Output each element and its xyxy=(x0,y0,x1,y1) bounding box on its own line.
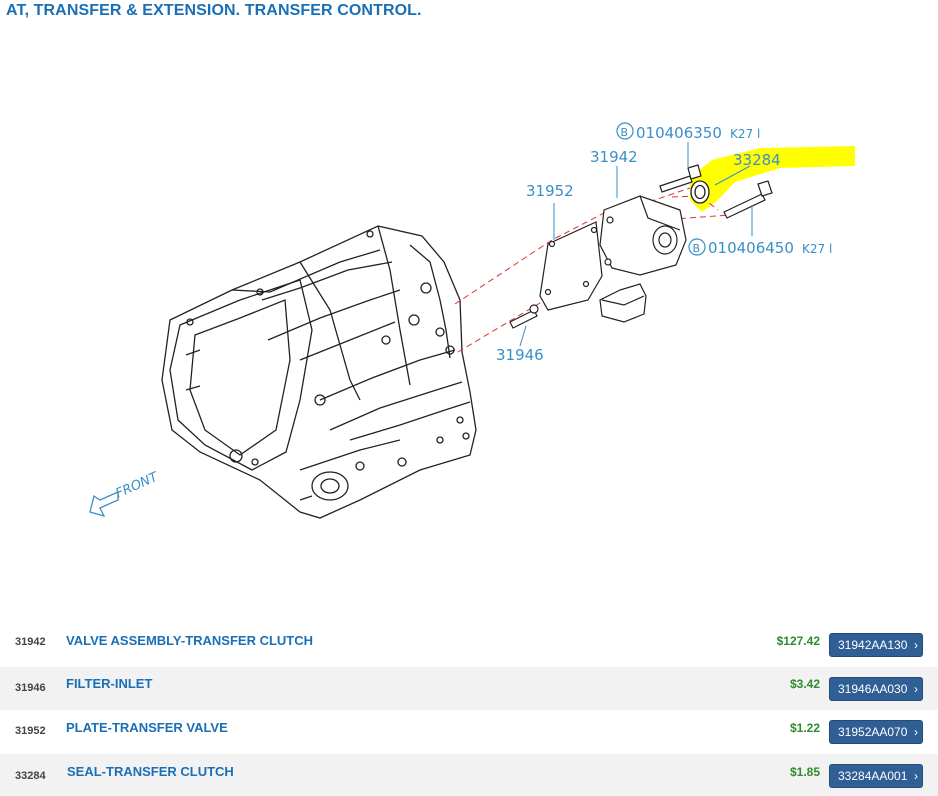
part-price: $127.42 xyxy=(776,634,820,648)
part-number-button[interactable]: 33284AA001 › xyxy=(829,764,923,788)
part-price: $1.85 xyxy=(789,765,820,779)
bolts xyxy=(509,164,773,329)
highlight-33284 xyxy=(690,146,855,212)
bolt-code-bottom: 010406450 xyxy=(708,239,794,257)
part-number-label: 33284AA001 xyxy=(838,769,908,783)
bolt-badge-top-icon xyxy=(616,122,634,140)
chevron-right-icon: › xyxy=(914,769,918,783)
front-label: FRONT xyxy=(114,469,162,501)
transmission-housing xyxy=(161,225,477,519)
seal-transfer-clutch xyxy=(690,180,710,204)
chevron-right-icon: › xyxy=(914,682,918,696)
part-row: 33284 SEAL-TRANSFER CLUTCH $1.85 33284AA… xyxy=(0,754,938,796)
callout-31946: 31946 xyxy=(496,346,544,364)
bolt-note-top: K27 l xyxy=(730,127,760,141)
part-name-link[interactable]: VALVE ASSEMBLY-TRANSFER CLUTCH xyxy=(66,633,314,648)
bolt-code-top: 010406350 xyxy=(636,124,722,142)
chevron-right-icon: › xyxy=(914,638,918,652)
chevron-right-icon: › xyxy=(914,725,918,739)
front-arrow-icon xyxy=(89,490,119,518)
part-name-link[interactable]: FILTER-INLET xyxy=(66,676,153,691)
part-row: 31946 FILTER-INLET $3.42 31946AA030 › xyxy=(0,667,938,710)
part-name-link[interactable]: SEAL-TRANSFER CLUTCH xyxy=(67,764,234,779)
part-number-button[interactable]: 31946AA030 › xyxy=(829,677,923,701)
front-arrow: FRONT xyxy=(89,469,162,518)
part-ref: 31946 xyxy=(15,682,46,694)
part-number-label: 31942AA130 xyxy=(838,638,908,652)
part-row: 31952 PLATE-TRANSFER VALVE $1.22 31952AA… xyxy=(0,710,938,753)
part-ref: 31952 xyxy=(15,725,46,737)
part-number-button[interactable]: 31942AA130 › xyxy=(829,633,923,657)
part-price: $1.22 xyxy=(789,721,820,735)
part-ref: 33284 xyxy=(15,770,46,782)
part-ref: 31942 xyxy=(15,636,46,648)
callout-31952: 31952 xyxy=(526,182,574,200)
valve-assembly xyxy=(599,195,687,323)
bolt-badge-bottom-icon xyxy=(688,238,706,256)
callout-33284: 33284 xyxy=(733,151,781,169)
callout-31942: 31942 xyxy=(590,148,638,166)
bolt-badge-top: B xyxy=(621,126,629,139)
part-name-link[interactable]: PLATE-TRANSFER VALVE xyxy=(66,720,228,735)
part-row: 31942 VALVE ASSEMBLY-TRANSFER CLUTCH $12… xyxy=(0,620,938,663)
transfer-valve-plate xyxy=(539,221,603,311)
bolt-badge-bottom: B xyxy=(693,242,701,255)
parts-diagram: 31942 31952 31946 33284 B 010406350 K27 … xyxy=(89,122,855,519)
callout-labels: 31942 31952 31946 33284 B 010406350 K27 … xyxy=(496,122,832,364)
part-number-label: 31946AA030 xyxy=(838,682,908,696)
part-number-label: 31952AA070 xyxy=(838,725,908,739)
part-number-button[interactable]: 31952AA070 › xyxy=(829,720,923,744)
page-title: AT, TRANSFER & EXTENSION. TRANSFER CONTR… xyxy=(6,2,422,19)
part-price: $3.42 xyxy=(789,677,820,691)
callout-leaders xyxy=(519,142,753,347)
bolt-note-bottom: K27 l xyxy=(802,242,832,256)
